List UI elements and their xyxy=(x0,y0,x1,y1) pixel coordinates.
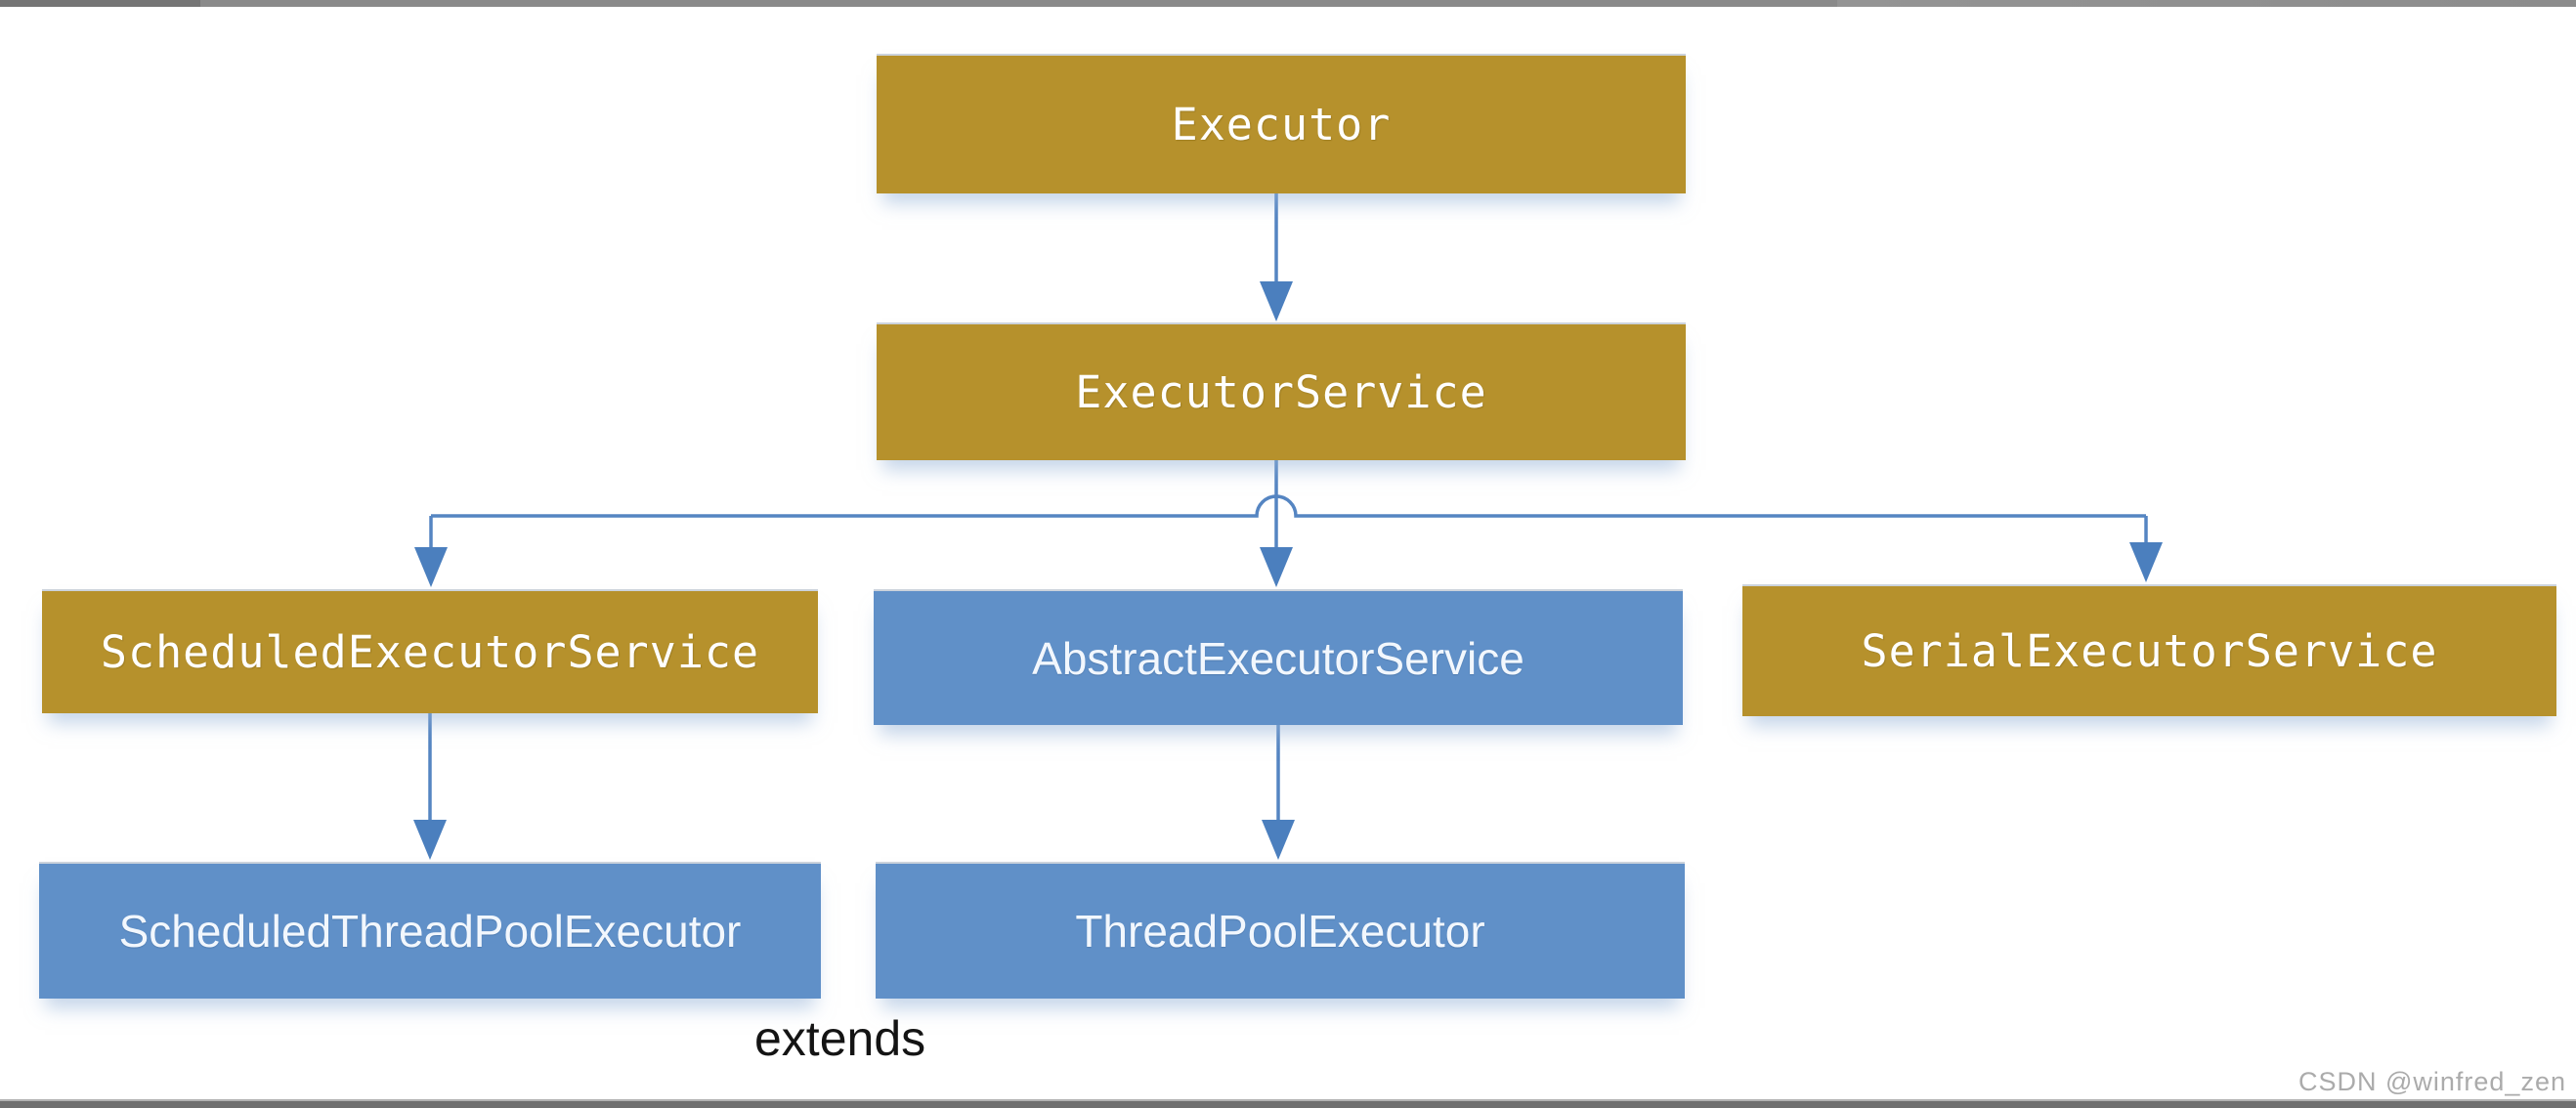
edge-scheduledexecutorservice-to-scheduledthreadpoolexecutor xyxy=(413,713,447,860)
node-scheduledthreadpoolexecutor-label: ScheduledThreadPoolExecutor xyxy=(118,906,742,957)
node-abstractexecutorservice: AbstractExecutorService xyxy=(874,589,1683,725)
edge-executor-to-executorservice xyxy=(1260,193,1293,321)
node-executorservice: ExecutorService xyxy=(877,322,1686,460)
node-threadpoolexecutor: ThreadPoolExecutor xyxy=(876,862,1685,999)
node-executor-label: Executor xyxy=(1171,99,1392,150)
node-threadpoolexecutor-label: ThreadPoolExecutor xyxy=(1075,906,1485,957)
edge-abstractexecutorservice-to-threadpoolexecutor xyxy=(1262,725,1295,860)
extends-caption: extends xyxy=(754,1011,926,1066)
top-border-bar xyxy=(0,0,2576,7)
node-scheduledexecutorservice-label: ScheduledExecutorService xyxy=(100,626,760,678)
node-scheduledexecutorservice: ScheduledExecutorService xyxy=(42,589,818,713)
bottom-border-bar xyxy=(0,1099,2576,1108)
csdn-watermark: CSDN @winfred_zen xyxy=(2297,1067,2566,1096)
node-serialexecutorservice-label: SerialExecutorService xyxy=(1861,625,2438,677)
node-executorservice-label: ExecutorService xyxy=(1075,366,1487,418)
node-executor: Executor xyxy=(877,54,1686,193)
node-serialexecutorservice: SerialExecutorService xyxy=(1742,584,2556,716)
edge-executorservice-fanout xyxy=(414,460,2163,587)
node-abstractexecutorservice-label: AbstractExecutorService xyxy=(1032,632,1524,684)
node-scheduledthreadpoolexecutor: ScheduledThreadPoolExecutor xyxy=(39,862,821,999)
